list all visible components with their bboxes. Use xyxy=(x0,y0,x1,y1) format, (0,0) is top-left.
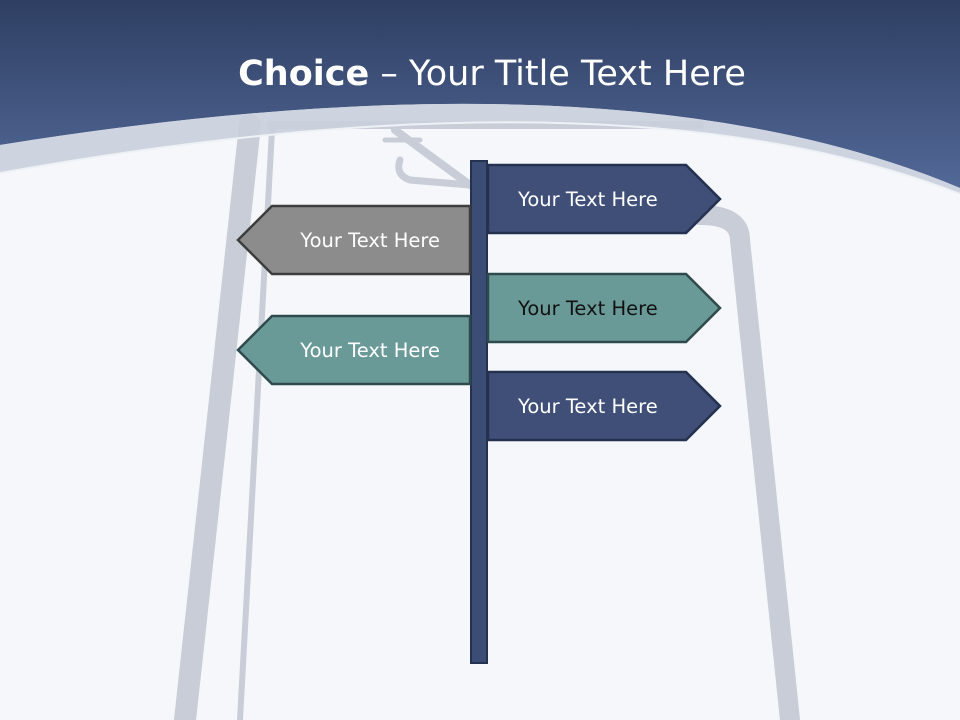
slide-title-rest: – Your Title Text Here xyxy=(369,54,746,94)
sign-right-3-label: Your Text Here xyxy=(518,394,658,418)
sign-left-2-label: Your Text Here xyxy=(300,338,440,362)
sign-left-1[interactable]: Your Text Here xyxy=(236,204,472,276)
arrow-left-shape xyxy=(236,204,472,276)
sign-right-2-label: Your Text Here xyxy=(518,296,658,320)
signpost-pole xyxy=(470,160,488,664)
arrow-right-shape xyxy=(486,370,722,442)
arrow-right-shape xyxy=(486,272,722,344)
slide-title: Choice – Your Title Text Here xyxy=(0,52,960,96)
sign-right-2[interactable]: Your Text Here xyxy=(486,272,722,344)
sign-right-3[interactable]: Your Text Here xyxy=(486,370,722,442)
sign-left-1-label: Your Text Here xyxy=(300,228,440,252)
arrow-right-shape xyxy=(486,163,722,235)
slide-title-bold: Choice xyxy=(238,54,370,94)
sign-right-1-label: Your Text Here xyxy=(518,187,658,211)
sign-right-1[interactable]: Your Text Here xyxy=(486,163,722,235)
sign-left-2[interactable]: Your Text Here xyxy=(236,314,472,386)
arrow-left-shape xyxy=(236,314,472,386)
